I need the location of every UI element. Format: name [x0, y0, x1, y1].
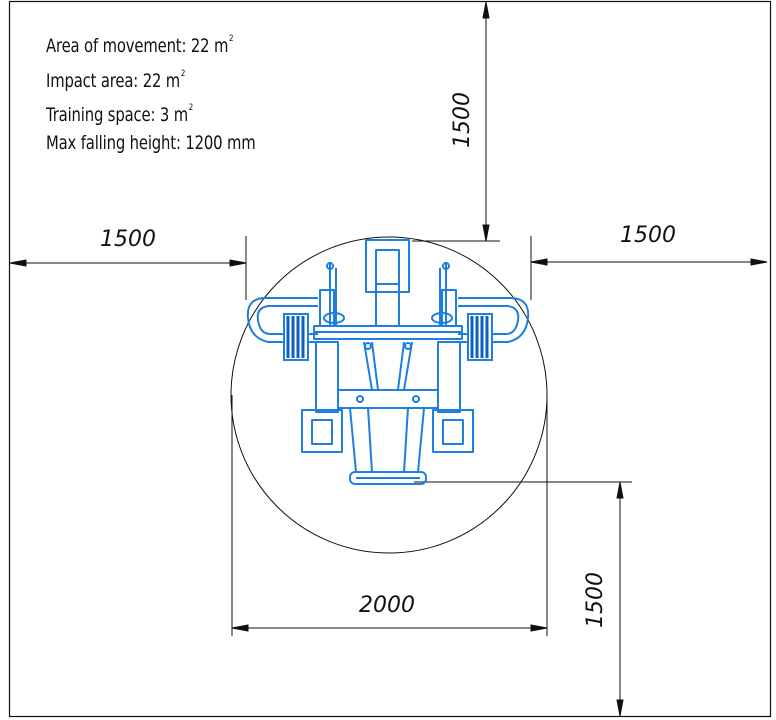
arrowhead [616, 481, 624, 499]
lower-crossmember [337, 389, 439, 409]
frame-beam [349, 407, 425, 473]
right-handle-inner [458, 305, 520, 335]
arrowhead [229, 259, 247, 267]
dimension-lower-right [414, 481, 632, 717]
dimension-right [530, 236, 768, 300]
spec-max-falling-height: Max falling height: 1200 mm [46, 131, 256, 154]
backrest-inner [375, 249, 400, 285]
right-strut [403, 341, 413, 391]
right-handle [458, 297, 530, 343]
drawing-border [8, 0, 772, 718]
bolt [356, 395, 364, 403]
right-post-top [441, 289, 457, 327]
right-post [437, 341, 461, 413]
arrowhead [482, 1, 490, 19]
backrest-outer [365, 239, 410, 293]
arrowhead [530, 258, 548, 266]
right-foot-outer [432, 409, 474, 453]
arrowhead [750, 258, 768, 266]
left-strut [371, 341, 379, 391]
left-foot-outer [301, 409, 343, 453]
strut-joint [404, 342, 412, 350]
left-handle-inner [256, 305, 318, 335]
spec-list: Area of movement: 22 m2 Impact area: 22 … [46, 26, 256, 157]
right-strut [397, 341, 405, 391]
left-handle [246, 297, 318, 343]
dimension-bottom-label: 2000 [359, 593, 415, 618]
dimension-left [9, 236, 247, 300]
left-strut [363, 341, 373, 391]
dimension-left-label: 1500 [100, 227, 156, 252]
left-foot-inner [311, 419, 333, 445]
right-foot-inner [442, 419, 464, 445]
left-weight-plates [283, 313, 309, 361]
left-post-top [319, 289, 335, 327]
base-foot [349, 471, 427, 485]
dimension-lower-right-label: 1500 [583, 572, 608, 628]
spec-training-space: Training space: 3 m2 [46, 103, 194, 126]
arrowhead [231, 624, 249, 632]
seat-post [375, 283, 400, 327]
arrowhead [9, 259, 27, 267]
arrowhead [530, 624, 548, 632]
left-rod-cap [326, 262, 334, 270]
arrowhead [482, 224, 490, 242]
strut-joint [364, 342, 372, 350]
frame-beam-line [403, 407, 409, 473]
dimension-top [412, 1, 500, 242]
bolt [412, 395, 420, 403]
spec-area-of-movement: Area of movement: 22 m2 [46, 34, 234, 57]
dimension-top-label: 1500 [450, 92, 475, 148]
left-post [315, 341, 339, 413]
dimension-bottom [231, 395, 548, 636]
dimension-right-label: 1500 [620, 223, 676, 248]
equipment-top-view [246, 239, 530, 485]
frame-beam-line [367, 407, 373, 473]
spec-impact-area: Impact area: 22 m2 [46, 68, 186, 92]
right-rod-cap [442, 262, 450, 270]
right-weight-plates [467, 313, 493, 361]
arrowhead [616, 699, 624, 717]
